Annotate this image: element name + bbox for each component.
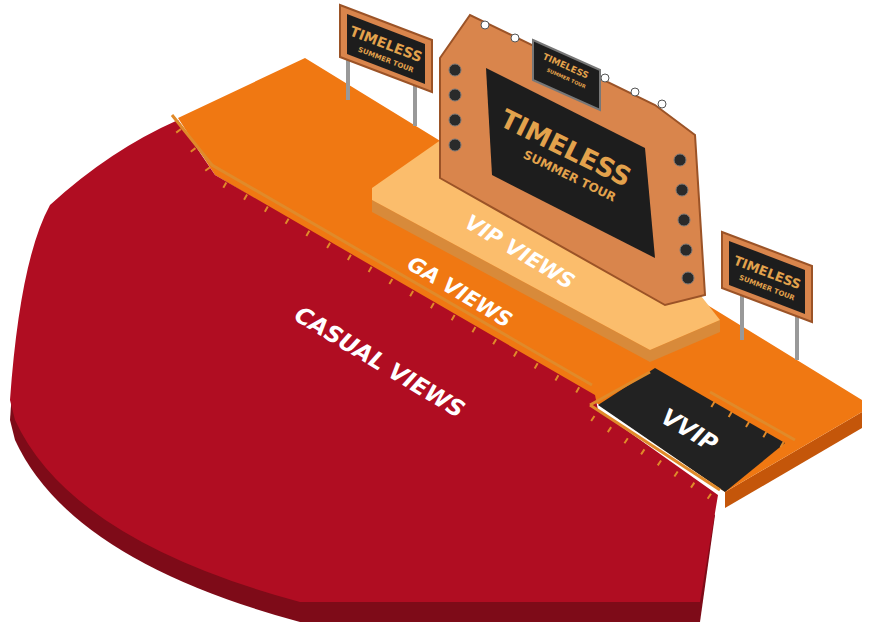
casual-area <box>10 120 718 602</box>
small-screen <box>533 40 600 110</box>
fence <box>172 115 795 502</box>
screen-frame <box>440 15 705 305</box>
left-sign <box>340 5 432 92</box>
right-sign <box>722 232 812 322</box>
